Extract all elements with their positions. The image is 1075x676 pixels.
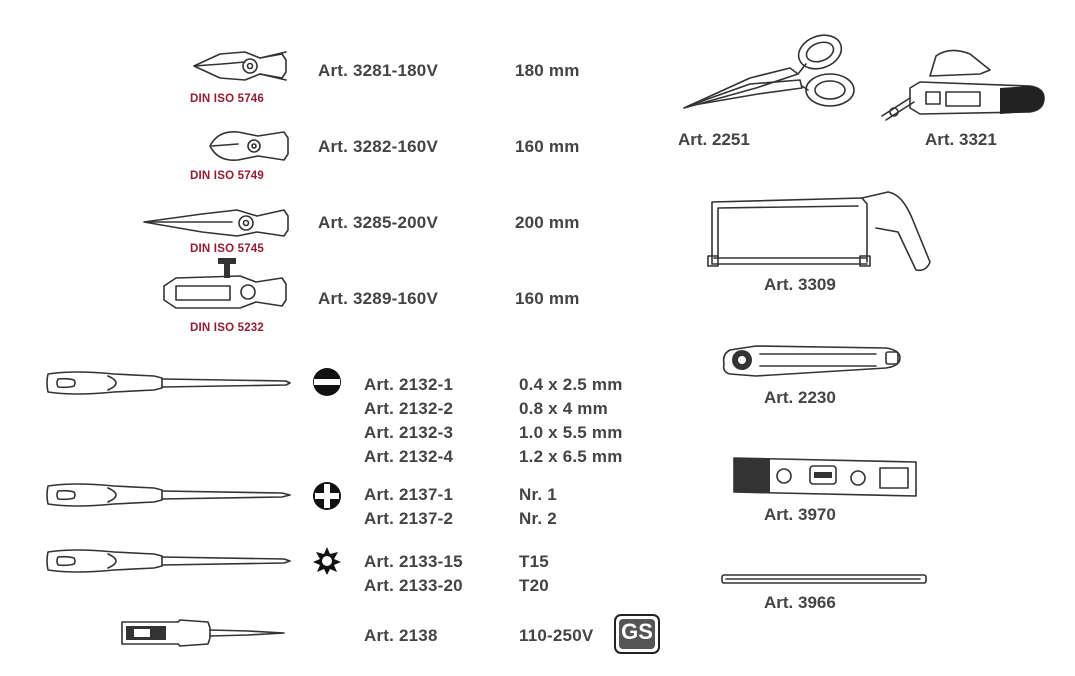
screwdriver-icon (46, 549, 291, 573)
needle-nose-pliers-icon (143, 209, 289, 237)
pliers-combination-icon (193, 51, 287, 81)
slotted-tip-icon (313, 368, 341, 396)
article-number: Art. 3309 (764, 275, 836, 294)
article-number: Art. 3285-200V (318, 213, 438, 232)
article-number: Art. 2137-2 (364, 509, 454, 528)
size-value: 180 mm (515, 61, 580, 80)
article-number: Art. 2133-15 (364, 552, 463, 571)
size-value: 1.2 x 6.5 mm (519, 447, 623, 466)
article-number: Art. 2132-3 (364, 423, 454, 442)
scissors-icon (683, 34, 855, 109)
article-number: Art. 3966 (764, 593, 836, 612)
din-label: DIN ISO 5232 (190, 322, 264, 334)
article-number: Art. 2132-2 (364, 399, 454, 418)
size-value: 0.8 x 4 mm (519, 399, 608, 418)
size-value: 160 mm (515, 137, 580, 156)
utility-knife-icon (881, 49, 1045, 121)
article-number: Art. 3281-180V (318, 61, 438, 80)
size-value: 110-250V (519, 626, 594, 645)
screwdriver-icon (46, 371, 291, 395)
article-number: Art. 2138 (364, 626, 438, 645)
saw-blade-icon (721, 574, 927, 584)
size-value: 0.4 x 2.5 mm (519, 375, 623, 394)
din-label: DIN ISO 5746 (190, 93, 264, 105)
gs-badge-icon: GS (614, 614, 660, 654)
article-number: Art. 3282-160V (318, 137, 438, 156)
din-label: DIN ISO 5749 (190, 170, 264, 182)
phillips-tip-icon (313, 482, 341, 510)
size-value: T15 (519, 552, 549, 571)
article-number: Art. 3289-160V (318, 289, 438, 308)
article-number: Art. 2230 (764, 388, 836, 407)
voltage-tester-icon (121, 619, 285, 647)
article-number: Art. 3321 (925, 130, 997, 149)
torx-tip-icon (313, 547, 341, 575)
din-label: DIN ISO 5745 (190, 243, 264, 255)
size-value: 160 mm (515, 289, 580, 308)
size-value: Nr. 1 (519, 485, 557, 504)
article-number: Art. 3970 (764, 505, 836, 524)
screwdriver-icon (46, 483, 291, 507)
cable-stripper-icon (722, 345, 901, 377)
article-number: Art. 2137-1 (364, 485, 454, 504)
spirit-level-icon (733, 457, 917, 497)
size-value: 200 mm (515, 213, 580, 232)
hacksaw-icon (707, 191, 931, 272)
article-number: Art. 2132-1 (364, 375, 454, 394)
wire-stripper-pliers-icon (163, 258, 287, 309)
gs-badge-text: GS (621, 619, 653, 644)
size-value: 1.0 x 5.5 mm (519, 423, 623, 442)
size-value: Nr. 2 (519, 509, 557, 528)
article-number: Art. 2133-20 (364, 576, 463, 595)
size-value: T20 (519, 576, 549, 595)
article-number: Art. 2251 (678, 130, 750, 149)
side-cutter-icon (209, 130, 289, 162)
article-number: Art. 2132-4 (364, 447, 454, 466)
